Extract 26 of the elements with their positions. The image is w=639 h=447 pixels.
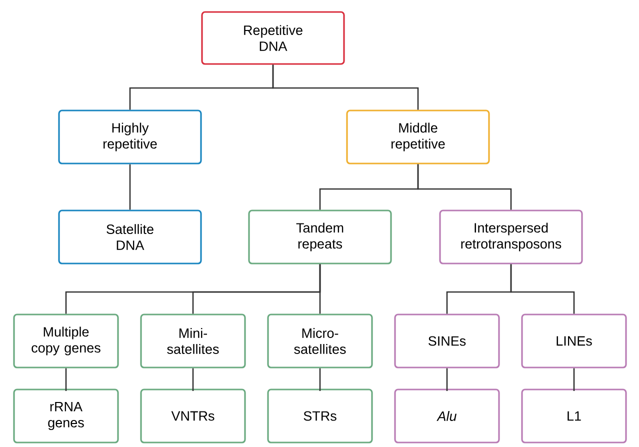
category-box: Highly repetitive — [58, 110, 202, 164]
category-box: Tandem repeats — [248, 210, 392, 264]
category-box: Satellite DNA — [58, 210, 202, 264]
category-box: SINEs — [394, 314, 500, 368]
connector-line — [319, 264, 321, 314]
category-box: LINEs — [521, 314, 627, 368]
category-box: rRNA genes — [13, 388, 119, 444]
category-box: Middle repetitive — [346, 110, 490, 164]
connector-line — [129, 164, 131, 210]
category-box: Interspersed retrotransposons — [439, 210, 583, 264]
category-box: Alu — [394, 388, 500, 444]
connector-line — [192, 368, 194, 392]
category-box: VNTRs — [140, 388, 246, 444]
connector-line — [319, 368, 321, 392]
category-box: Mini-satellites — [140, 314, 246, 368]
connector-line — [446, 368, 448, 392]
category-box: STRs — [267, 388, 373, 444]
category-box: Repetitive DNA — [201, 11, 345, 65]
category-box: L1 — [521, 388, 627, 444]
connector-line — [65, 368, 67, 392]
connector-line — [272, 64, 419, 110]
connector-line — [510, 264, 575, 314]
connector-line — [573, 368, 575, 392]
category-box: Multiple copy genes — [13, 314, 119, 368]
category-box: Micro-satellites — [267, 314, 373, 368]
connector-line — [417, 164, 512, 210]
